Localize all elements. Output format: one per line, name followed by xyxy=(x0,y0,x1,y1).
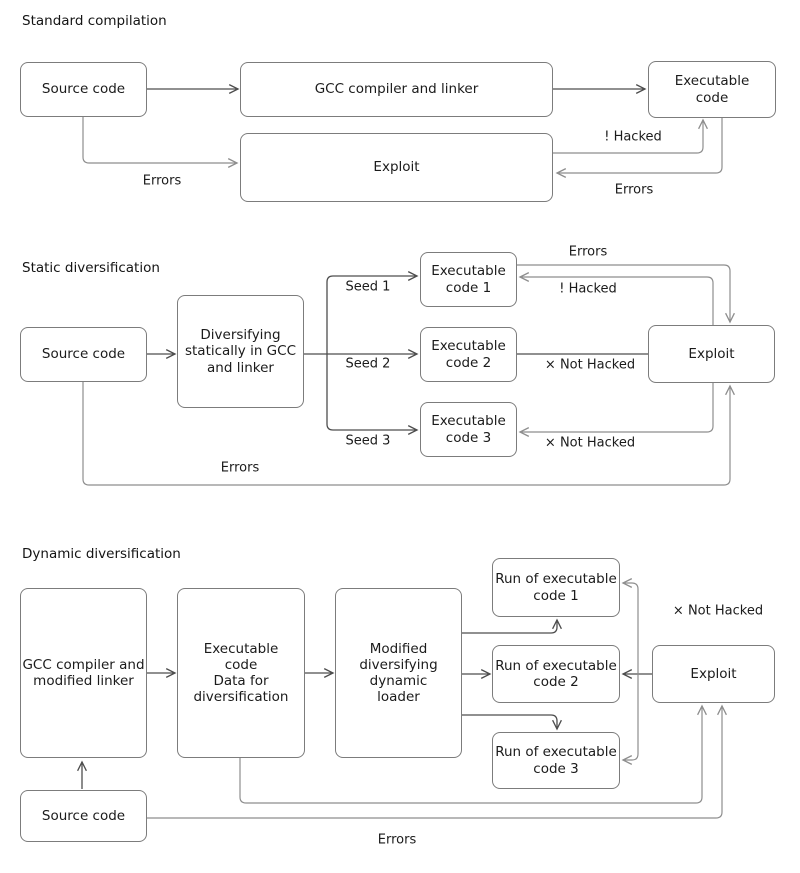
edge-label-dyn-errors: Errors xyxy=(377,832,417,848)
edge-label-sta-hacked: ! Hacked xyxy=(559,281,617,297)
node-sta-executable-code-3: Executable code 3 xyxy=(420,402,517,457)
section-title-dynamic: Dynamic diversification xyxy=(22,546,181,562)
edge-label-dyn-not-hacked: × Not Hacked xyxy=(672,603,764,619)
node-dyn-run-executable-3: Run of executable code 3 xyxy=(492,732,620,789)
node-sta-executable-code-2: Executable code 2 xyxy=(420,327,517,382)
edge-label-sta-errors-bottom: Errors xyxy=(220,460,260,476)
edge-label-std-hacked: ! Hacked xyxy=(604,129,662,145)
edge-dyn-source-errors-to-exploit xyxy=(147,704,727,819)
section-title-static: Static diversification xyxy=(22,260,160,276)
node-sta-source-code: Source code xyxy=(20,327,147,382)
node-dyn-run-executable-2: Run of executable code 2 xyxy=(492,645,620,703)
node-dyn-exploit: Exploit xyxy=(652,645,775,703)
edge-label-std-errors-exec: Errors xyxy=(614,182,654,198)
edge-label-seed-1: Seed 1 xyxy=(345,279,391,295)
edge-sta-exploit-nothacked-to-exec3 xyxy=(518,383,714,437)
node-std-executable-code: Executable code xyxy=(648,61,776,118)
node-std-exploit: Exploit xyxy=(240,133,553,202)
edge-label-std-errors-source: Errors xyxy=(142,173,182,189)
edge-dyn-exploit-branch-to-run3 xyxy=(621,674,639,765)
edge-sta-source-errors-to-exploit xyxy=(82,382,735,486)
node-dyn-run-executable-1: Run of executable code 1 xyxy=(492,558,620,617)
section-title-standard: Standard compilation xyxy=(22,13,167,29)
node-std-source-code: Source code xyxy=(20,62,147,117)
edge-label-sta-errors-top: Errors xyxy=(568,244,608,260)
node-sta-executable-code-1: Executable code 1 xyxy=(420,252,517,307)
edge-dyn-execdata-to-exploit xyxy=(239,704,707,804)
edge-std-source-errors-to-exploit xyxy=(82,117,239,168)
edge-std-exploit-hacked-to-executable xyxy=(553,118,708,154)
edge-sta-seed1-line xyxy=(326,271,419,354)
edge-label-seed-3: Seed 3 xyxy=(345,433,391,449)
node-dyn-source-code: Source code xyxy=(20,790,147,842)
node-dyn-executable-code-data: Executable code Data for diversification xyxy=(177,588,305,758)
edge-std-executable-errors-to-exploit xyxy=(555,118,723,178)
node-sta-diversifier: Diversifying statically in GCC and linke… xyxy=(177,295,304,408)
edge-sta-exploit-hacked-to-exec1 xyxy=(518,272,714,325)
edge-label-sta-not-hacked-2: × Not Hacked xyxy=(544,357,636,373)
node-sta-exploit: Exploit xyxy=(648,325,775,383)
edge-label-sta-not-hacked-3: × Not Hacked xyxy=(544,435,636,451)
edge-sta-seed3-line xyxy=(326,354,419,435)
edge-dyn-exploit-branch-to-run1 xyxy=(621,578,639,674)
node-dyn-gcc-modified-linker: GCC compiler and modified linker xyxy=(20,588,147,758)
edge-label-seed-2: Seed 2 xyxy=(345,356,391,372)
node-std-gcc-compiler-linker: GCC compiler and linker xyxy=(240,62,553,117)
node-dyn-modified-dynamic-loader: Modified diversifying dynamic loader xyxy=(335,588,462,758)
edge-dyn-loader-to-run3 xyxy=(462,714,562,731)
edge-sta-exec1-errors-to-exploit xyxy=(517,264,735,324)
edge-dyn-loader-to-run1 xyxy=(462,618,562,634)
